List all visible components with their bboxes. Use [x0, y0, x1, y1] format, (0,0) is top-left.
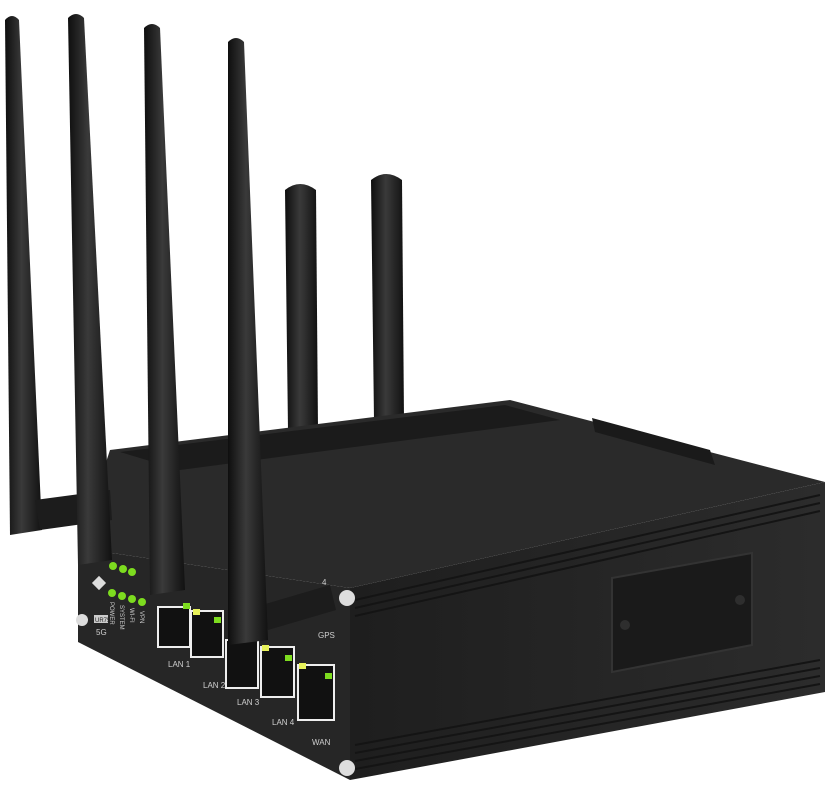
front-labels: UR75 5G 4 GPS [94, 578, 335, 640]
network-label: 5G [96, 628, 107, 637]
screw-icon [339, 760, 355, 776]
svg-text:VPN: VPN [138, 611, 144, 623]
port-label: LAN 1 [168, 660, 191, 669]
indicator-system: SYSTEM [118, 592, 126, 630]
led-icon [119, 565, 127, 573]
screw-icon [76, 614, 88, 626]
port-label: WAN [312, 738, 331, 747]
screw-icon [735, 595, 745, 605]
model-badge-text: UR75 [95, 618, 111, 624]
antenna [68, 14, 112, 565]
screw-icon [620, 620, 630, 630]
gps-label: GPS [318, 631, 335, 640]
antenna-port-number: 4 [322, 578, 327, 587]
indicator-vpn: VPN [138, 598, 146, 623]
indicator-wifi: WI-FI [128, 595, 136, 623]
model-badge [94, 615, 108, 623]
rear-antennas [285, 174, 404, 430]
status-indicators: POWER SYSTEM WI-FI VPN [108, 562, 146, 630]
front-antennas [5, 14, 336, 645]
port-lan-3[interactable]: LAN 3 [225, 639, 260, 707]
svg-text:WI-FI: WI-FI [128, 608, 134, 623]
port-lan-2[interactable]: LAN 2 [190, 609, 226, 690]
port-label: LAN 4 [272, 718, 295, 727]
antenna [371, 174, 404, 420]
led-icon [128, 595, 136, 603]
led-icon [138, 598, 146, 606]
svg-text:SYSTEM: SYSTEM [118, 605, 124, 630]
led-icon [128, 568, 136, 576]
port-lan-1[interactable]: LAN 1 [157, 603, 191, 669]
port-label: LAN 2 [203, 681, 226, 690]
antenna [144, 24, 185, 595]
mount-bracket [592, 418, 715, 465]
screw-icon [339, 590, 355, 606]
port-label: LAN 3 [237, 698, 260, 707]
access-cover [611, 551, 753, 674]
led-icon [108, 589, 116, 597]
ethernet-ports: LAN 1 LAN 2 LAN 3 LAN 4 WAN [157, 603, 335, 747]
logo-icon [91, 575, 107, 591]
antenna [228, 38, 268, 645]
port-wan[interactable]: WAN [297, 663, 335, 747]
antenna [285, 184, 318, 430]
led-icon [109, 562, 117, 570]
antenna-hinge [262, 585, 336, 630]
router-body [76, 400, 825, 780]
led-icon [118, 592, 126, 600]
indicator-power: POWER [108, 589, 116, 625]
port-lan-4[interactable]: LAN 4 [260, 645, 295, 727]
side-fins [354, 494, 821, 770]
antenna [5, 16, 42, 535]
svg-text:POWER: POWER [108, 602, 114, 625]
